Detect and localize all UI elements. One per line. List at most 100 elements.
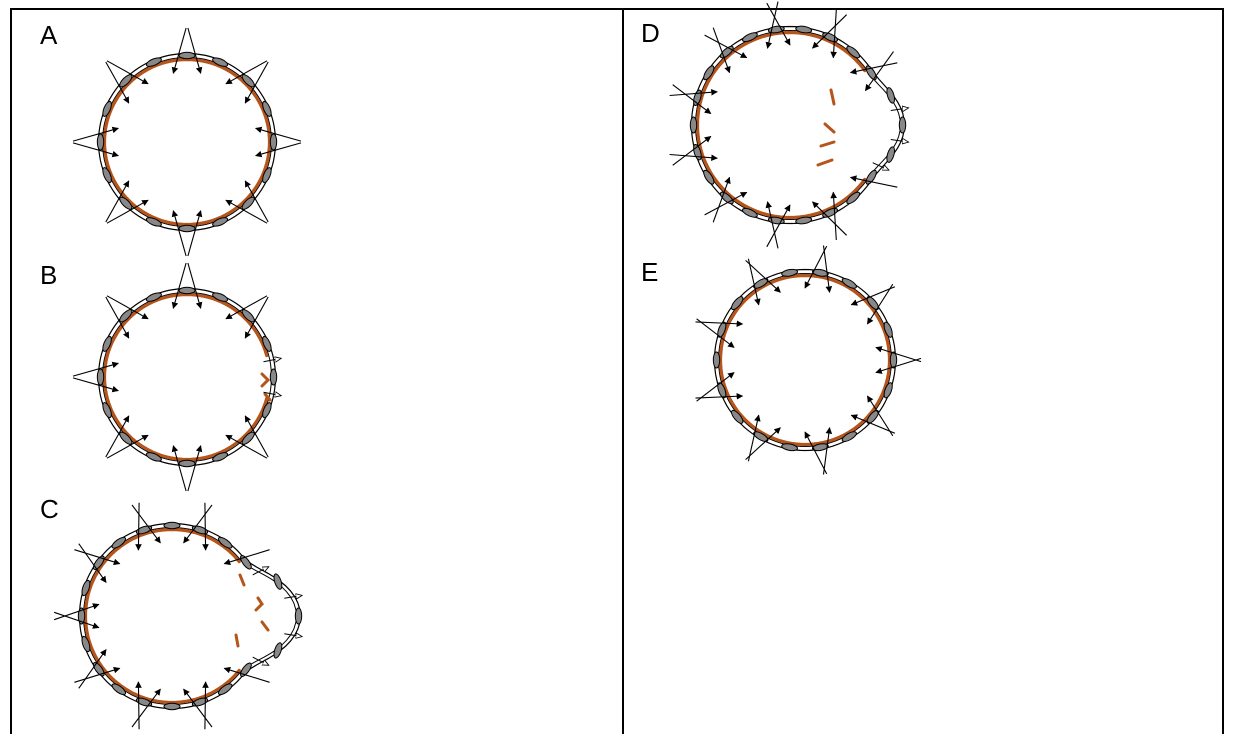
membrane-protein: [241, 74, 255, 88]
force-arrow: [53, 611, 100, 629]
force-arrow: [244, 296, 269, 339]
membrane-protein: [92, 555, 105, 571]
membrane-protein: [119, 196, 133, 210]
membrane-protein: [886, 87, 896, 104]
force-arrow: [669, 153, 718, 162]
force-arrow: [812, 201, 847, 236]
force-arrow: [225, 295, 268, 320]
force-arrow: [171, 210, 187, 257]
membrane-protein: [145, 292, 162, 302]
force-arrow: [766, 2, 791, 46]
membrane-protein: [703, 169, 715, 185]
membrane-protein: [294, 607, 303, 625]
force-arrow: [244, 180, 269, 223]
membrane-protein: [241, 309, 255, 323]
membrane-protein: [689, 116, 698, 134]
membrane-protein: [886, 146, 896, 163]
force-arrow: [106, 434, 149, 459]
membrane-protein: [866, 409, 879, 424]
outward-arrow: [263, 358, 282, 362]
force-arrow: [745, 427, 781, 461]
membrane-protein: [712, 351, 721, 369]
membrane-protein: [241, 431, 255, 445]
membrane-protein: [262, 402, 272, 419]
force-arrow: [187, 262, 203, 309]
membrane-protein: [119, 74, 133, 88]
figure-frame: [10, 8, 1224, 734]
membrane-protein: [77, 607, 86, 625]
outward-arrow: [284, 595, 302, 598]
membrane-protein: [866, 296, 879, 311]
outward-arrow: [890, 140, 909, 143]
membrane-protein: [753, 278, 769, 289]
cortex-fragment: [234, 633, 240, 648]
force-arrow: [225, 199, 268, 224]
panel-label-c: C: [40, 494, 59, 524]
force-arrow: [875, 357, 922, 374]
membrane-protein: [163, 521, 181, 530]
force-arrow: [850, 414, 896, 434]
membrane-protein: [703, 65, 715, 81]
membrane-protein: [812, 268, 829, 277]
outward-arrow: [252, 656, 269, 665]
force-arrow: [223, 666, 270, 683]
cortex-fragment: [829, 88, 836, 106]
membrane-protein: [81, 635, 91, 653]
membrane-protein: [92, 661, 105, 677]
force-arrow: [244, 61, 269, 104]
membrane-protein: [111, 536, 127, 549]
membrane-protein: [841, 278, 857, 289]
force-arrow: [53, 603, 100, 621]
membrane-protein: [102, 167, 112, 184]
outward-arrow: [252, 567, 269, 576]
force-arrow: [812, 14, 847, 49]
force-arrow: [704, 34, 748, 59]
cortex-fragment: [823, 122, 836, 134]
membrane-protein: [145, 217, 162, 227]
cortex-segment: [102, 57, 272, 227]
force-arrow: [135, 502, 142, 551]
membrane-protein: [269, 133, 278, 151]
panel-label-e: E: [641, 257, 659, 287]
force-arrow: [106, 199, 149, 224]
cortex-fragment: [263, 392, 272, 402]
force-arrow: [202, 681, 209, 730]
cell-a: [72, 27, 302, 257]
membrane-protein: [102, 335, 112, 352]
membrane-protein: [883, 382, 893, 399]
force-arrow: [74, 549, 121, 566]
force-arrow: [183, 504, 213, 544]
membrane-protein: [178, 459, 196, 468]
force-arrow: [105, 180, 130, 223]
membrane-protein: [241, 196, 255, 210]
force-arrow: [171, 262, 187, 309]
membrane-protein: [135, 525, 153, 535]
membrane-protein: [212, 217, 229, 227]
force-arrow: [704, 191, 748, 216]
force-arrow: [225, 60, 268, 85]
membrane-protein: [262, 167, 272, 184]
membrane-protein: [753, 431, 769, 442]
force-arrow: [765, 201, 779, 249]
membrane-protein: [102, 100, 112, 117]
force-arrow: [804, 431, 828, 475]
force-arrow: [765, 1, 779, 49]
panel-label-b: B: [40, 260, 58, 290]
force-arrow: [223, 549, 270, 566]
membrane-protein: [102, 402, 112, 419]
force-arrow: [106, 60, 149, 85]
force-arrow: [131, 504, 161, 544]
membrane-protein: [96, 133, 105, 151]
force-arrow: [105, 61, 130, 104]
force-arrow: [672, 135, 712, 166]
membrane-protein: [178, 51, 196, 60]
force-arrow: [255, 142, 302, 158]
force-arrow: [171, 445, 187, 492]
force-arrow: [830, 191, 837, 241]
cortex-segment: [102, 292, 269, 462]
membrane-protein: [212, 57, 229, 67]
membrane-protein: [269, 368, 278, 386]
cortex-fragment: [238, 573, 246, 587]
force-arrow: [849, 62, 898, 75]
force-arrow: [766, 204, 791, 248]
